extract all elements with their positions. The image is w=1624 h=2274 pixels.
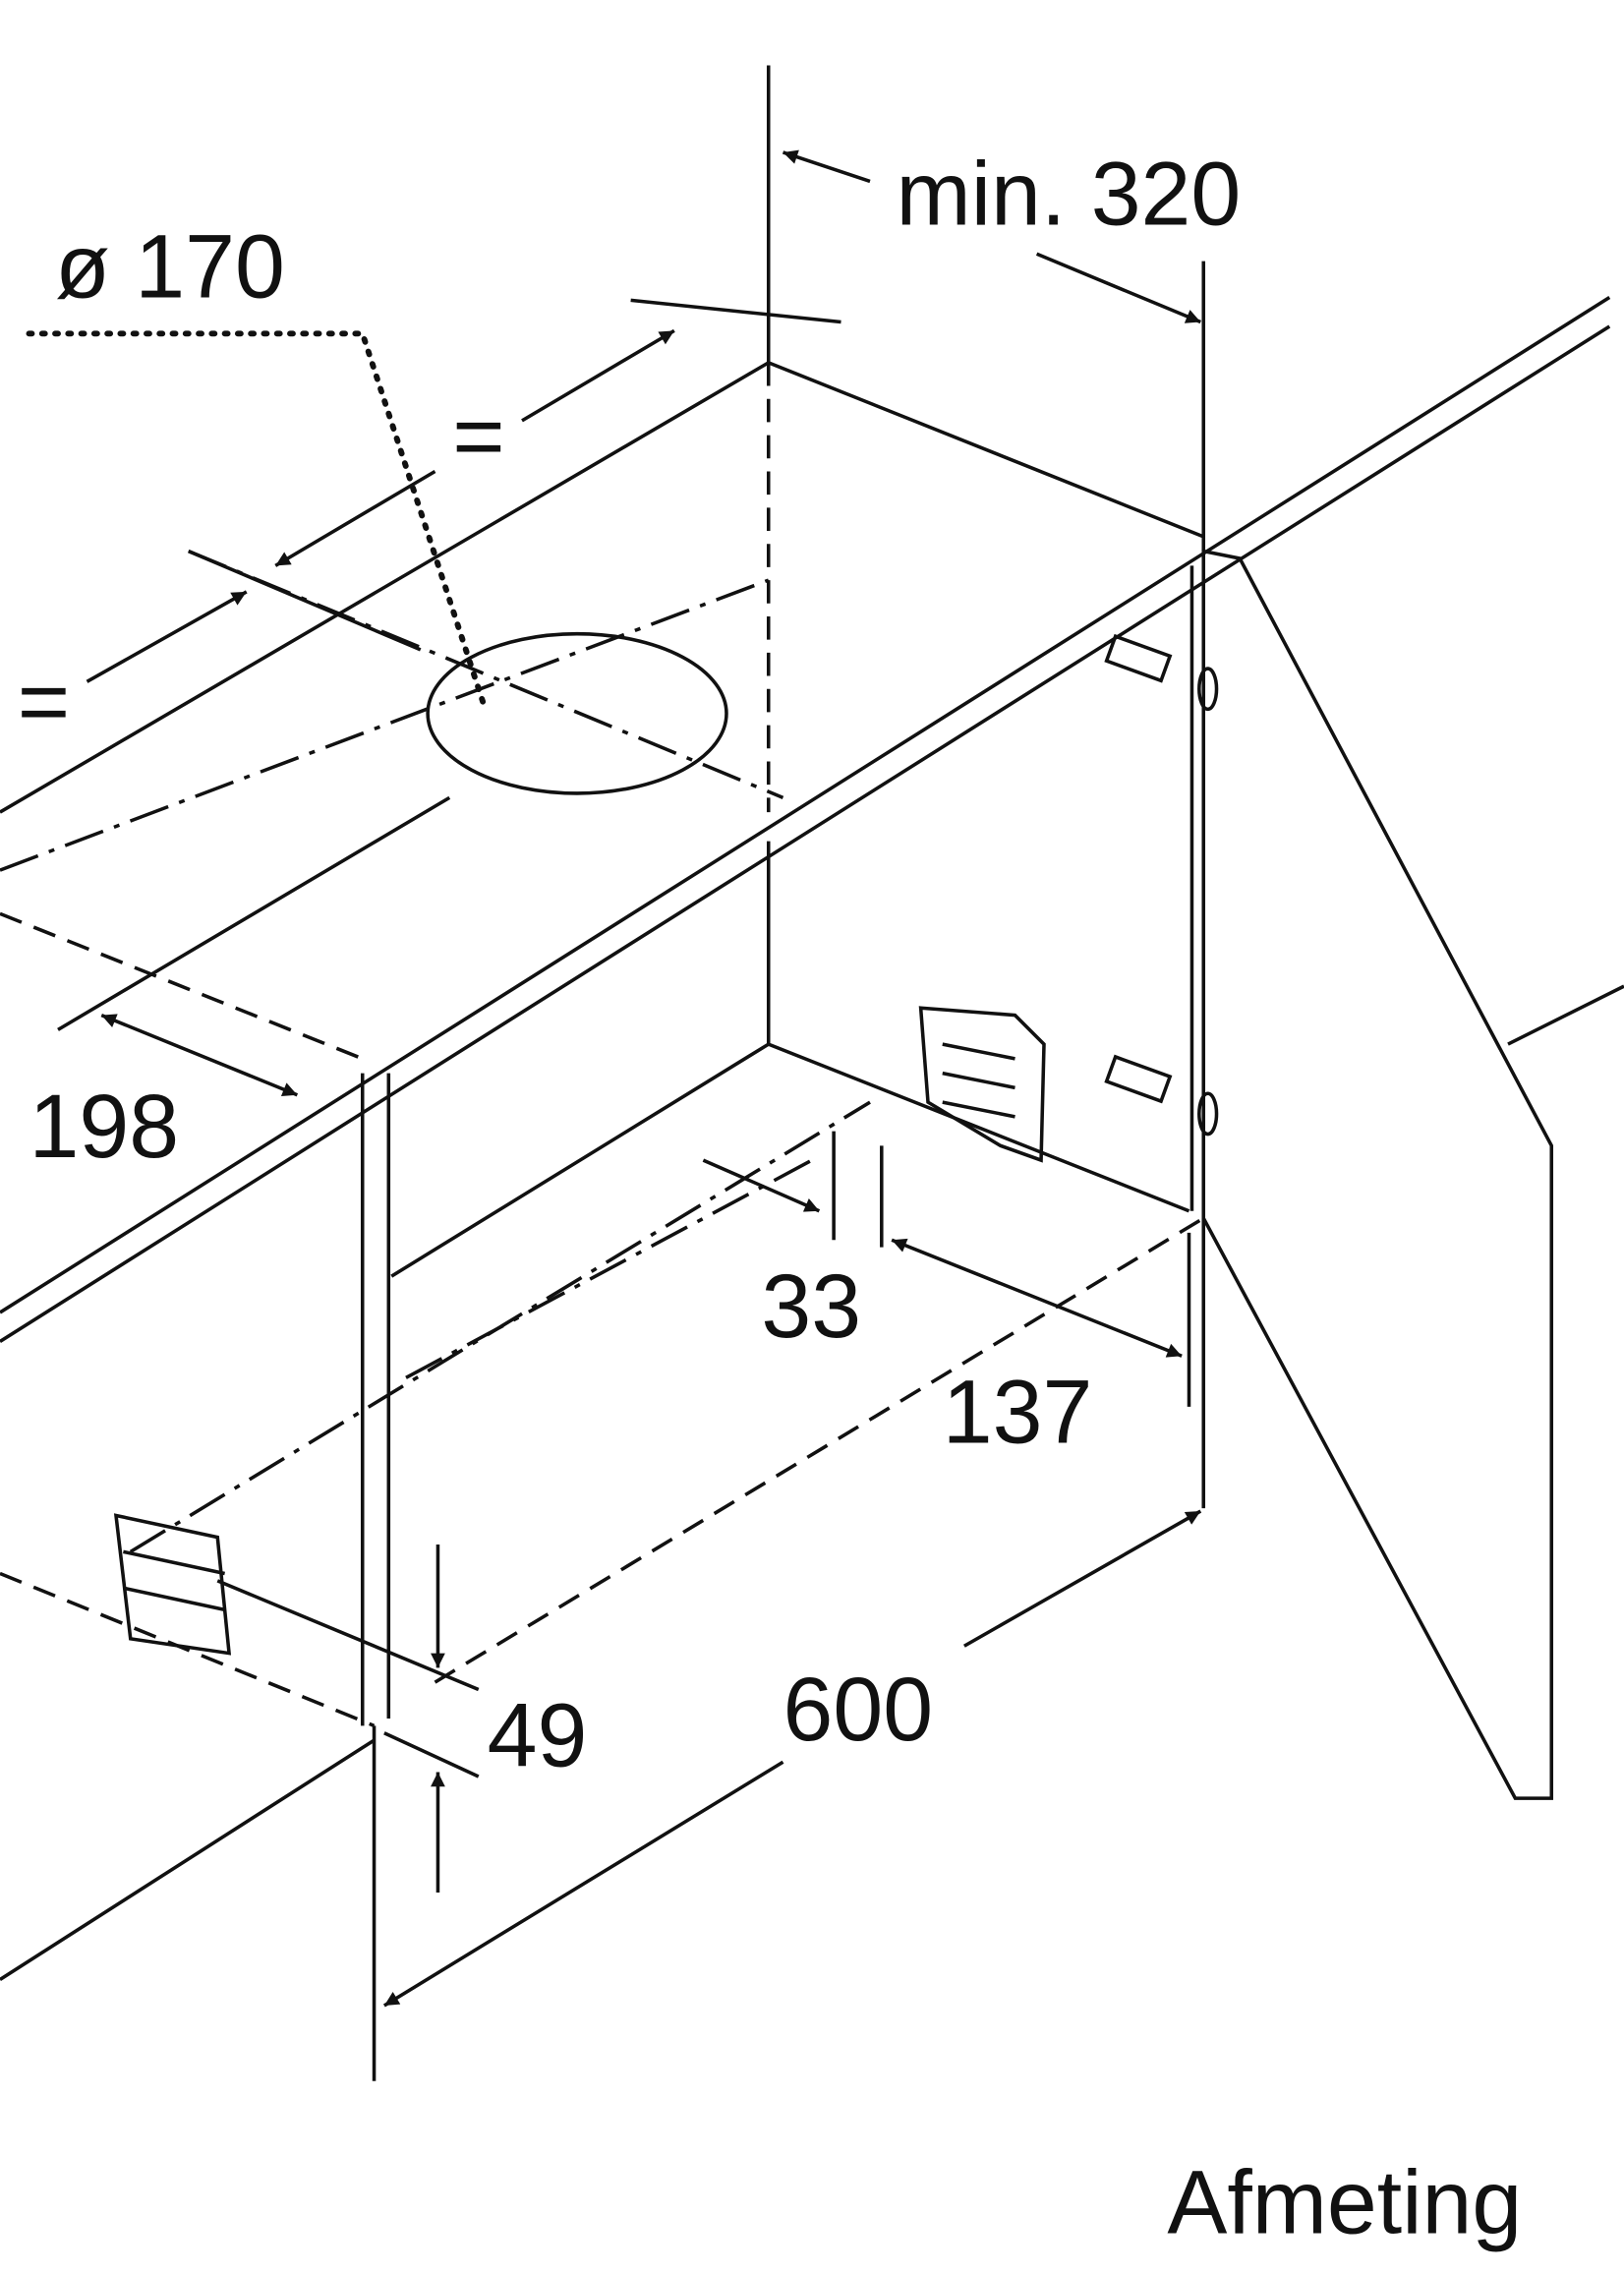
dimension-198-label: 198 — [29, 1077, 180, 1177]
equal-label-lower: = — [18, 652, 70, 752]
dimension-600-label: 600 — [783, 1660, 934, 1760]
mounting-bracket-icon — [113, 1006, 1046, 1656]
dimension-49-label: 49 — [488, 1686, 588, 1786]
caption-label: Afmeting — [1167, 2153, 1522, 2253]
hinge-icon — [1104, 633, 1219, 1137]
diameter-leader — [26, 330, 490, 714]
hidden-lines — [0, 549, 1205, 1727]
equal-label-upper: = — [452, 386, 504, 487]
dimension-lines — [86, 149, 1202, 2008]
dimension-137-label: 137 — [943, 1363, 1093, 1463]
min-depth-label: min. 320 — [897, 145, 1242, 245]
dimension-33-label: 33 — [761, 1256, 861, 1357]
cabinet-outline — [0, 65, 1624, 2081]
duct-opening — [426, 631, 728, 795]
diameter-label: ø 170 — [55, 216, 285, 317]
